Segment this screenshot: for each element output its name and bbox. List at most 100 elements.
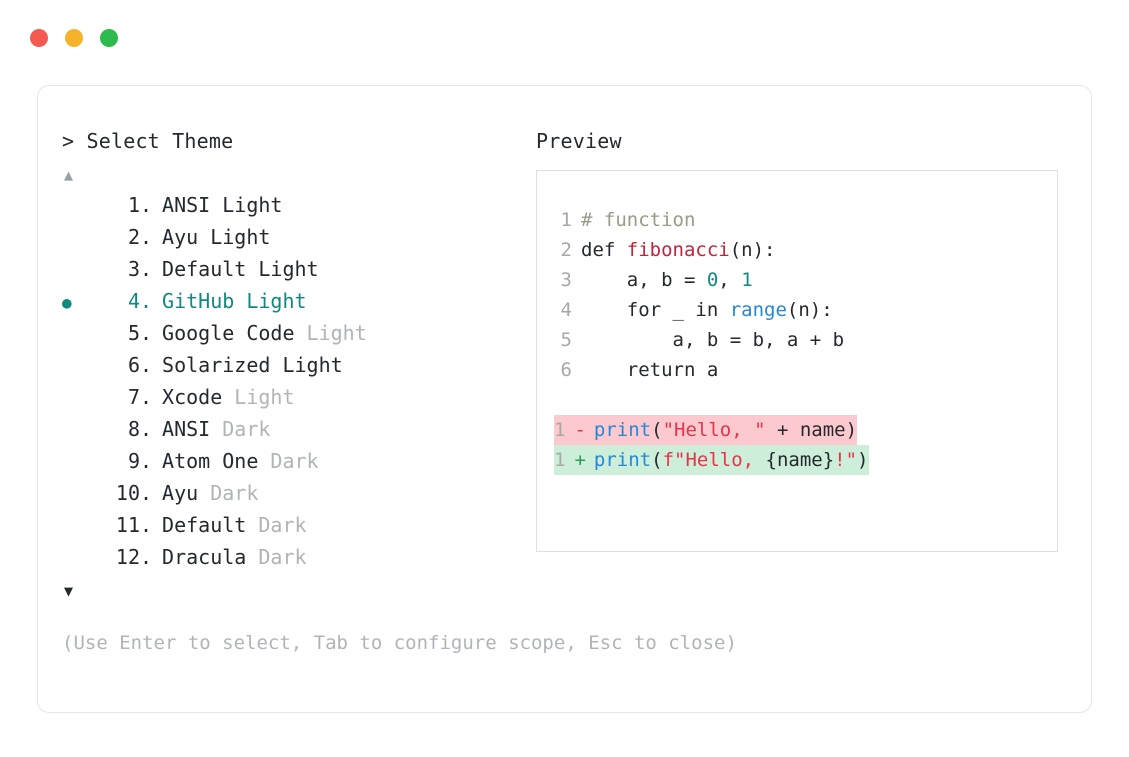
- code-token-number: 0: [706, 269, 719, 291]
- theme-list-item[interactable]: ●3.Default Light: [62, 254, 532, 286]
- theme-list: ●1.ANSI Light●2.Ayu Light●3.Default Ligh…: [62, 190, 532, 574]
- theme-item-number: 5: [127, 321, 140, 345]
- code-line: 6 return a: [537, 355, 1057, 385]
- code-token-comment: # function: [581, 209, 696, 231]
- scroll-down-arrow[interactable]: ▼: [64, 582, 74, 600]
- code-token-punct: ): [857, 449, 869, 471]
- theme-item-separator: .: [140, 385, 153, 409]
- theme-list-item[interactable]: ●5.Google Code Light: [62, 318, 532, 350]
- code-line-text: # function: [581, 205, 695, 235]
- theme-item-name: ANSI: [162, 193, 211, 217]
- close-button[interactable]: [30, 29, 48, 47]
- theme-item-name: Google Code: [162, 321, 295, 345]
- diff-line-minus: 1-print("Hello, " + name): [537, 415, 1057, 445]
- code-token-plain: return a: [581, 359, 719, 381]
- code-line-text: def fibonacci(n):: [581, 235, 775, 265]
- code-line: 5 a, b = b, a + b: [537, 325, 1057, 355]
- theme-item-number: 8: [127, 417, 140, 441]
- theme-list-item[interactable]: ●7.Xcode Light: [62, 382, 532, 414]
- theme-item-separator: .: [140, 353, 153, 377]
- theme-item-separator: .: [140, 545, 153, 569]
- code-line: 4 for _ in range(n):: [537, 295, 1057, 325]
- code-line-text: return a: [581, 355, 719, 385]
- theme-item-variant: Dark: [246, 513, 307, 537]
- theme-item-variant: Light: [234, 289, 307, 313]
- theme-list-item[interactable]: ●11.Default Dark: [62, 510, 532, 542]
- code-token-plain: {name}: [765, 449, 835, 471]
- code-token-plain: a, b = b, a + b: [581, 329, 845, 351]
- theme-list-item[interactable]: ●9.Atom One Dark: [62, 446, 532, 478]
- line-number: 4: [560, 299, 572, 321]
- minimize-button[interactable]: [65, 29, 83, 47]
- theme-item-separator: .: [140, 513, 153, 537]
- code-token-punct: (: [651, 449, 663, 471]
- preview-header: Preview: [536, 129, 622, 153]
- theme-item-number: 3: [127, 257, 140, 281]
- theme-item-name: Default: [162, 257, 247, 281]
- theme-item-separator: .: [140, 321, 153, 345]
- code-token-keyword: def: [581, 239, 627, 261]
- diff-marker: -: [574, 419, 586, 441]
- code-line: 1# function: [537, 205, 1057, 235]
- diff-line-plus: 1 + print(f"Hello, {name}!"): [537, 445, 1057, 475]
- scroll-up-arrow[interactable]: ▲: [64, 166, 74, 184]
- theme-item-name: Solarized: [162, 353, 271, 377]
- code-line-text: for _ in range(n):: [581, 295, 833, 325]
- code-token-builtin: range: [729, 299, 787, 321]
- theme-item-variant: Dark: [210, 417, 271, 441]
- code-line-text: a, b = b, a + b: [581, 325, 845, 355]
- theme-item-variant: Dark: [258, 449, 319, 473]
- theme-item-name: Ayu: [162, 481, 199, 505]
- theme-item-variant: Light: [270, 353, 343, 377]
- maximize-button[interactable]: [100, 29, 118, 47]
- code-token-plain: ,: [718, 269, 742, 291]
- theme-selector-card: > Select Theme ▲ ●1.ANSI Light●2.Ayu Lig…: [37, 85, 1092, 713]
- code-token-punct: (: [651, 419, 663, 441]
- window-traffic-lights: [30, 29, 118, 47]
- theme-list-item[interactable]: ●12.Dracula Dark: [62, 542, 532, 574]
- code-line-text: a, b = 0, 1: [581, 265, 753, 295]
- code-token-string: f"Hello,: [662, 449, 766, 471]
- theme-list-item[interactable]: ●2.Ayu Light: [62, 222, 532, 254]
- diff-lines: 1-print("Hello, " + name)1+print(f"Hello…: [537, 415, 1057, 475]
- code-token-string: "Hello, ": [662, 419, 766, 441]
- keyboard-hint: (Use Enter to select, Tab to configure s…: [62, 632, 737, 654]
- code-token-func: fibonacci: [626, 239, 730, 261]
- selected-bullet-icon: ●: [62, 293, 72, 312]
- code-token-number: 1: [741, 269, 753, 291]
- theme-list-item[interactable]: ●8.ANSI Dark: [62, 414, 532, 446]
- code-token-builtin: print: [593, 449, 652, 471]
- theme-item-variant: Dark: [246, 545, 307, 569]
- theme-item-number: 2: [127, 225, 140, 249]
- theme-item-separator: .: [140, 225, 153, 249]
- theme-item-number: 11: [115, 513, 140, 537]
- code-token-punct: (n):: [786, 299, 833, 321]
- theme-item-number: 12: [115, 545, 140, 569]
- theme-item-name: GitHub: [162, 289, 235, 313]
- theme-list-item[interactable]: ●6.Solarized Light: [62, 350, 532, 382]
- code-token-plain: a, b =: [581, 269, 707, 291]
- theme-item-name: Atom One: [162, 449, 259, 473]
- theme-item-variant: Light: [294, 321, 367, 345]
- diff-line-number: 1: [554, 449, 566, 471]
- diff-highlight: 1-print("Hello, " + name): [554, 415, 858, 445]
- theme-item-number: 7: [127, 385, 140, 409]
- diff-marker: +: [574, 449, 586, 471]
- code-token-plain: + name: [765, 419, 846, 441]
- diff-line-text: print(f"Hello, {name}!"): [594, 445, 869, 475]
- code-line: 3 a, b = 0, 1: [537, 265, 1057, 295]
- theme-item-name: Dracula: [162, 545, 247, 569]
- diff-line-text: print("Hello, " + name): [594, 415, 857, 445]
- theme-list-item[interactable]: ●4.GitHub Light: [62, 286, 532, 318]
- theme-item-separator: .: [140, 449, 153, 473]
- code-line: 2 def fibonacci(n):: [537, 235, 1057, 265]
- theme-item-number: 9: [127, 449, 140, 473]
- theme-list-item[interactable]: ●10.Ayu Dark: [62, 478, 532, 510]
- theme-list-item[interactable]: ●1.ANSI Light: [62, 190, 532, 222]
- diff-highlight: 1 + print(f"Hello, {name}!"): [554, 445, 869, 475]
- theme-item-separator: .: [140, 481, 153, 505]
- line-number: 3: [560, 269, 572, 291]
- line-number: 2: [560, 239, 572, 261]
